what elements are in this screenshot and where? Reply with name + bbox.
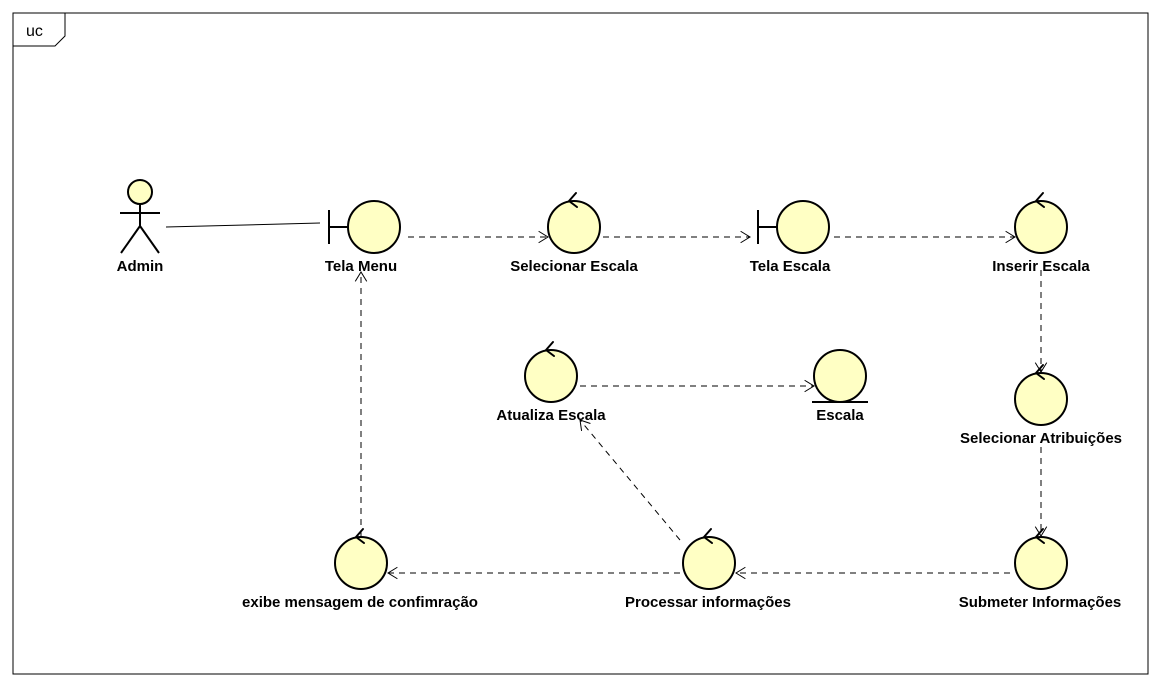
node-label: exibe mensagem de confimração [242, 594, 478, 611]
edge-exibe_mensagem-to-tela_menu [354, 271, 368, 536]
edge-inserir_escala-to-selecionar_atribuicoes [1034, 270, 1048, 373]
node-label: Inserir Escala [992, 258, 1090, 275]
control-icon [334, 528, 388, 590]
arrowhead [354, 271, 368, 282]
node-label: Processar informações [625, 594, 791, 611]
node-tela-escala[interactable]: Tela Escala [750, 200, 831, 275]
control-icon [1014, 192, 1068, 254]
edge-line [165, 222, 321, 228]
control-icon [1014, 364, 1068, 426]
node-label: Atualiza Escala [496, 407, 606, 424]
edge-admin-to-tela_menu [165, 222, 321, 228]
edge-tela_menu-to-selecionar_escala [408, 230, 549, 244]
actor-icon [120, 179, 160, 254]
node-selecionar-atribuicoes[interactable]: Selecionar Atribuições [960, 364, 1122, 447]
arrowhead [538, 230, 549, 244]
entity-icon [812, 349, 868, 403]
node-label: Tela Escala [750, 258, 831, 275]
edge-atualiza_escala-to-escala [580, 379, 815, 393]
node-label: Selecionar Escala [510, 258, 638, 275]
boundary-icon [328, 200, 401, 254]
node-tela-menu[interactable]: Tela Menu [325, 200, 401, 275]
nodes-layer: Admin Tela Menu Selecionar Escala Tela Esca… [117, 179, 1122, 611]
edge-selecionar_escala-to-tela_escala [603, 230, 751, 244]
edge-tela_escala-to-inserir_escala [834, 230, 1016, 244]
arrowhead [804, 379, 815, 393]
node-label: Submeter Informações [959, 594, 1122, 611]
node-inserir-escala[interactable]: Inserir Escala [992, 192, 1090, 275]
edge-selecionar_atribuicoes-to-submeter_informacoes [1034, 447, 1048, 537]
node-escala[interactable]: Escala [812, 349, 868, 424]
node-label: Escala [816, 407, 864, 424]
arrowhead [387, 566, 398, 580]
edge-processar_informacoes-to-atualiza_escala [579, 419, 681, 541]
node-label: Tela Menu [325, 258, 397, 275]
control-icon [682, 528, 736, 590]
arrowhead [1005, 230, 1016, 244]
node-exibe-mensagem[interactable]: exibe mensagem de confimração [242, 528, 478, 611]
arrowhead [579, 419, 591, 431]
edges-layer [165, 222, 1048, 580]
frame-title: uc [26, 23, 43, 40]
node-submeter-informacoes[interactable]: Submeter Informações [959, 528, 1122, 611]
boundary-icon [757, 200, 830, 254]
node-admin[interactable]: Admin [117, 179, 164, 275]
node-atualiza-escala[interactable]: Atualiza Escala [496, 341, 606, 424]
node-selecionar-escala[interactable]: Selecionar Escala [510, 192, 638, 275]
edge-submeter_informacoes-to-processar_informacoes [735, 566, 1010, 580]
control-icon [1014, 528, 1068, 590]
edge-line [579, 419, 681, 541]
arrowhead [740, 230, 751, 244]
uc-frame: uc [12, 12, 1149, 675]
control-icon [524, 341, 578, 403]
node-processar-informacoes[interactable]: Processar informações [625, 528, 791, 611]
edge-processar_informacoes-to-exibe_mensagem [387, 566, 680, 580]
node-label: Selecionar Atribuições [960, 430, 1122, 447]
control-icon [547, 192, 601, 254]
node-label: Admin [117, 258, 164, 275]
arrowhead [735, 566, 746, 580]
